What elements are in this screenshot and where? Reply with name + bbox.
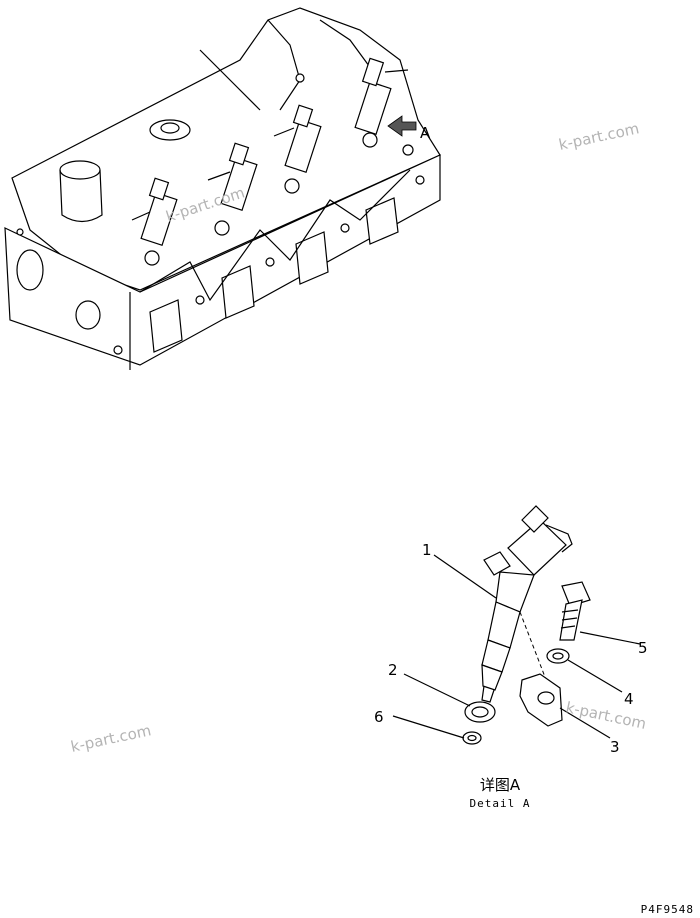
callout-2: 2: [388, 661, 398, 679]
callout-1: 1: [422, 541, 432, 559]
detail-title-cn: 详图A: [480, 776, 521, 794]
watermark-top-right: k-part.com: [557, 119, 641, 154]
detail-a-injector: [481, 505, 573, 703]
leader-lines: [392, 554, 641, 739]
detail-a-seal-ring: [462, 731, 482, 745]
detail-a-clamp: [519, 673, 563, 727]
callout-3: 3: [610, 738, 620, 756]
engine-injector-4: [354, 57, 414, 156]
engine-injector-1: [131, 177, 178, 266]
callout-5: 5: [638, 639, 648, 657]
detail-a-gasket: [464, 701, 496, 723]
watermark-bottom-right: k-part.com: [564, 698, 648, 733]
engine-injector-3: [273, 104, 322, 194]
callout-4: 4: [624, 690, 634, 708]
detail-a-bolt: [559, 581, 591, 641]
detail-a-washer: [546, 648, 570, 664]
view-marker-label: A: [420, 124, 431, 142]
watermark-bottom-left: k-part.com: [69, 721, 153, 756]
detail-title-en: Detail A: [470, 797, 531, 810]
engine-injector-2: [207, 142, 258, 236]
callout-6: 6: [374, 708, 384, 726]
view-arrow-a: A: [387, 115, 431, 142]
cylinder-head-assembly: [4, 7, 441, 370]
drawing-number: P4F9548: [641, 903, 694, 916]
